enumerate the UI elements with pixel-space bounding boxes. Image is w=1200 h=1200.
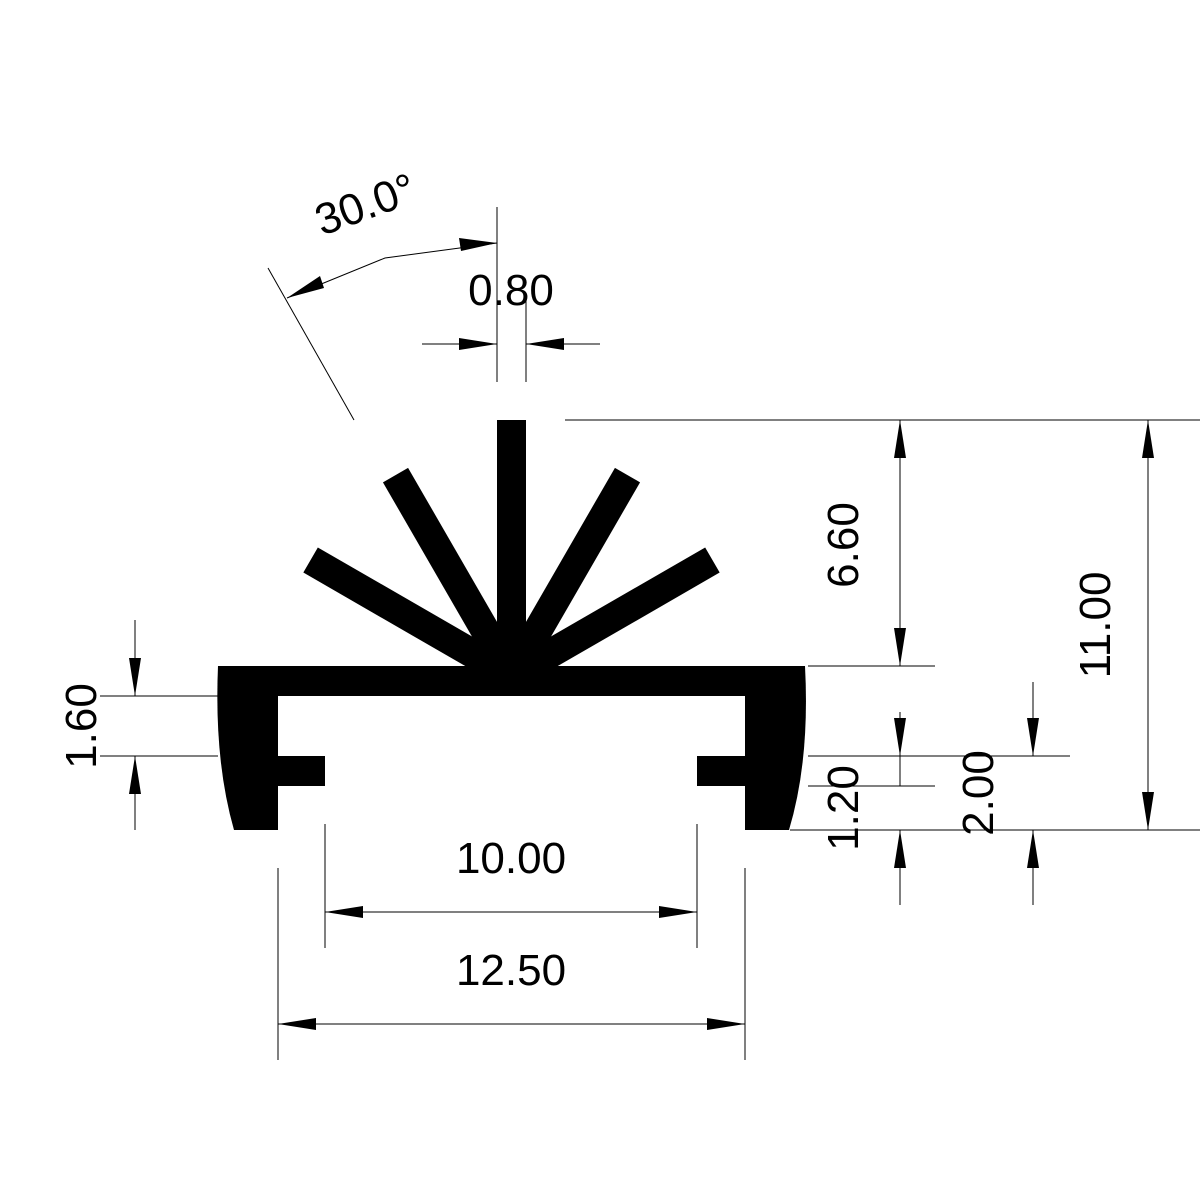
side-wall-dimension: 1.60: [57, 620, 218, 830]
lip-height-label: 1.20: [819, 765, 868, 851]
fin-height-dimension: 6.60: [819, 420, 906, 666]
outer-width-label: 12.50: [456, 946, 566, 995]
side-wall-label: 1.60: [57, 683, 106, 769]
right-wall: [745, 666, 806, 830]
left-lip: [276, 756, 325, 786]
angle-label: 30.0°: [309, 164, 423, 245]
heatsink-profile: [217, 420, 806, 830]
fin-right-60: [504, 547, 720, 689]
outer-width-dimension: 12.50: [277, 868, 746, 1060]
left-wall: [217, 666, 278, 830]
fin-height-label: 6.60: [819, 502, 868, 588]
angle-dimension: 30.0°: [267, 164, 498, 421]
fins: [303, 420, 720, 689]
fin-right-30: [498, 467, 641, 684]
total-height-label: 11.00: [1071, 572, 1120, 679]
right-lip: [697, 756, 747, 786]
fin-thickness-dimension: 0.80: [422, 266, 600, 382]
base-gap-dimension: 2.00: [954, 682, 1039, 905]
total-height-dimension: 11.00: [1071, 420, 1154, 830]
fin-thickness-label: 0.80: [468, 266, 554, 315]
base-gap-label: 2.00: [954, 750, 1003, 836]
inner-width-dimension: 10.00: [324, 824, 698, 948]
inner-width-label: 10.00: [456, 834, 566, 883]
lip-height-dimension: 1.20: [808, 712, 1070, 905]
fin-left-30: [382, 467, 525, 684]
fin-left-60: [303, 547, 519, 689]
